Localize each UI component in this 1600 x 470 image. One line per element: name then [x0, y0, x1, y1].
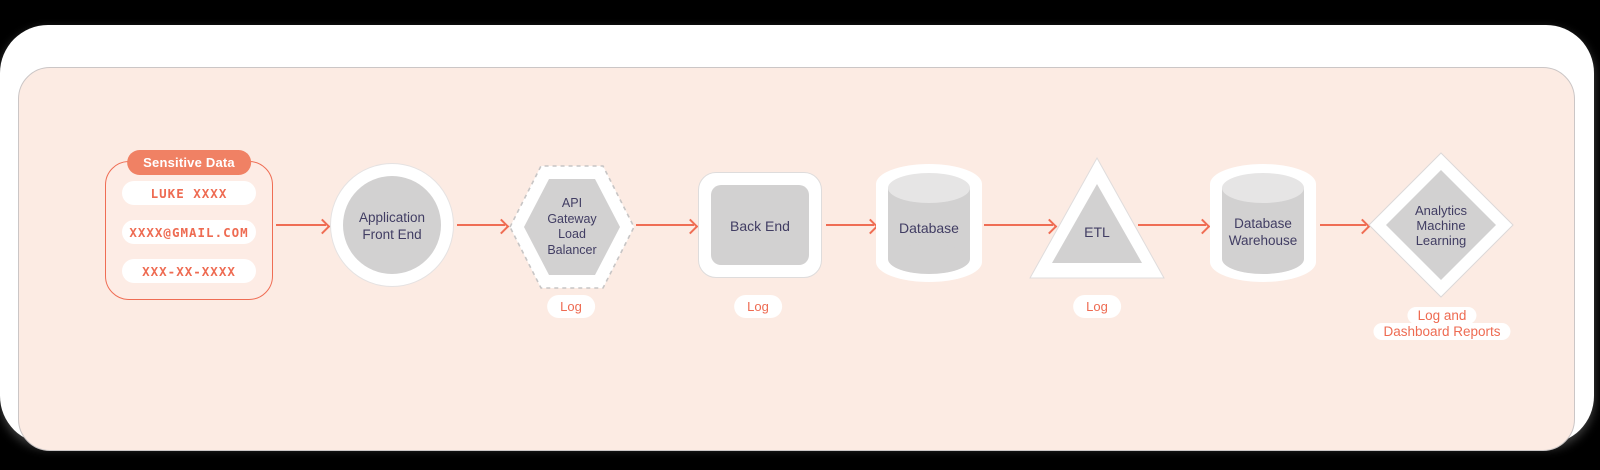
node-database: Database: [876, 163, 982, 283]
node-analytics-machine-learning: Analytics Machine Learning: [1368, 152, 1514, 298]
log-badge-line: Log and: [1407, 307, 1477, 324]
log-dashboard-reports-badge: Log and Dashboard Reports: [1373, 307, 1511, 340]
diamond-shape: [1368, 152, 1514, 298]
node-etl: ETL: [1028, 156, 1166, 280]
node-api-gateway-load-balancer: API Gateway Load Balancer: [509, 164, 635, 290]
flow-arrow: [826, 224, 874, 226]
log-badge: Log: [547, 295, 595, 318]
cylinder-shape: [876, 164, 982, 282]
rounded-rect-shape: [711, 185, 809, 265]
flow-arrow: [1138, 224, 1206, 226]
hexagon-shape: [509, 165, 635, 289]
sensitive-field-ssn: XXX-XX-XXXX: [122, 259, 256, 283]
cylinder-shape: [1210, 164, 1316, 282]
sensitive-field-email: XXXX@GMAIL.COM: [122, 220, 256, 244]
sensitive-data-title: Sensitive Data: [127, 150, 251, 175]
flow-arrow: [276, 224, 326, 226]
node-application-front-end: Application Front End: [330, 163, 454, 287]
log-badge-line: Dashboard Reports: [1373, 323, 1511, 340]
node-database-warehouse: Database Warehouse: [1210, 163, 1316, 283]
flow-arrow: [1320, 224, 1366, 226]
flow-arrow: [984, 224, 1053, 226]
triangle-shape: [1029, 156, 1165, 279]
circle-shape: [343, 176, 441, 274]
sensitive-data-fields: LUKE XXXX XXXX@GMAIL.COM XXX-XX-XXXX: [122, 181, 256, 283]
sensitive-data-box: Sensitive Data LUKE XXXX XXXX@GMAIL.COM …: [105, 150, 273, 300]
sensitive-field-name: LUKE XXXX: [122, 181, 256, 205]
flow-arrow: [636, 224, 694, 226]
node-back-end: Back End: [698, 172, 822, 278]
log-badge: Log: [1073, 295, 1121, 318]
log-badge: Log: [734, 295, 782, 318]
flow-arrow: [457, 224, 505, 226]
